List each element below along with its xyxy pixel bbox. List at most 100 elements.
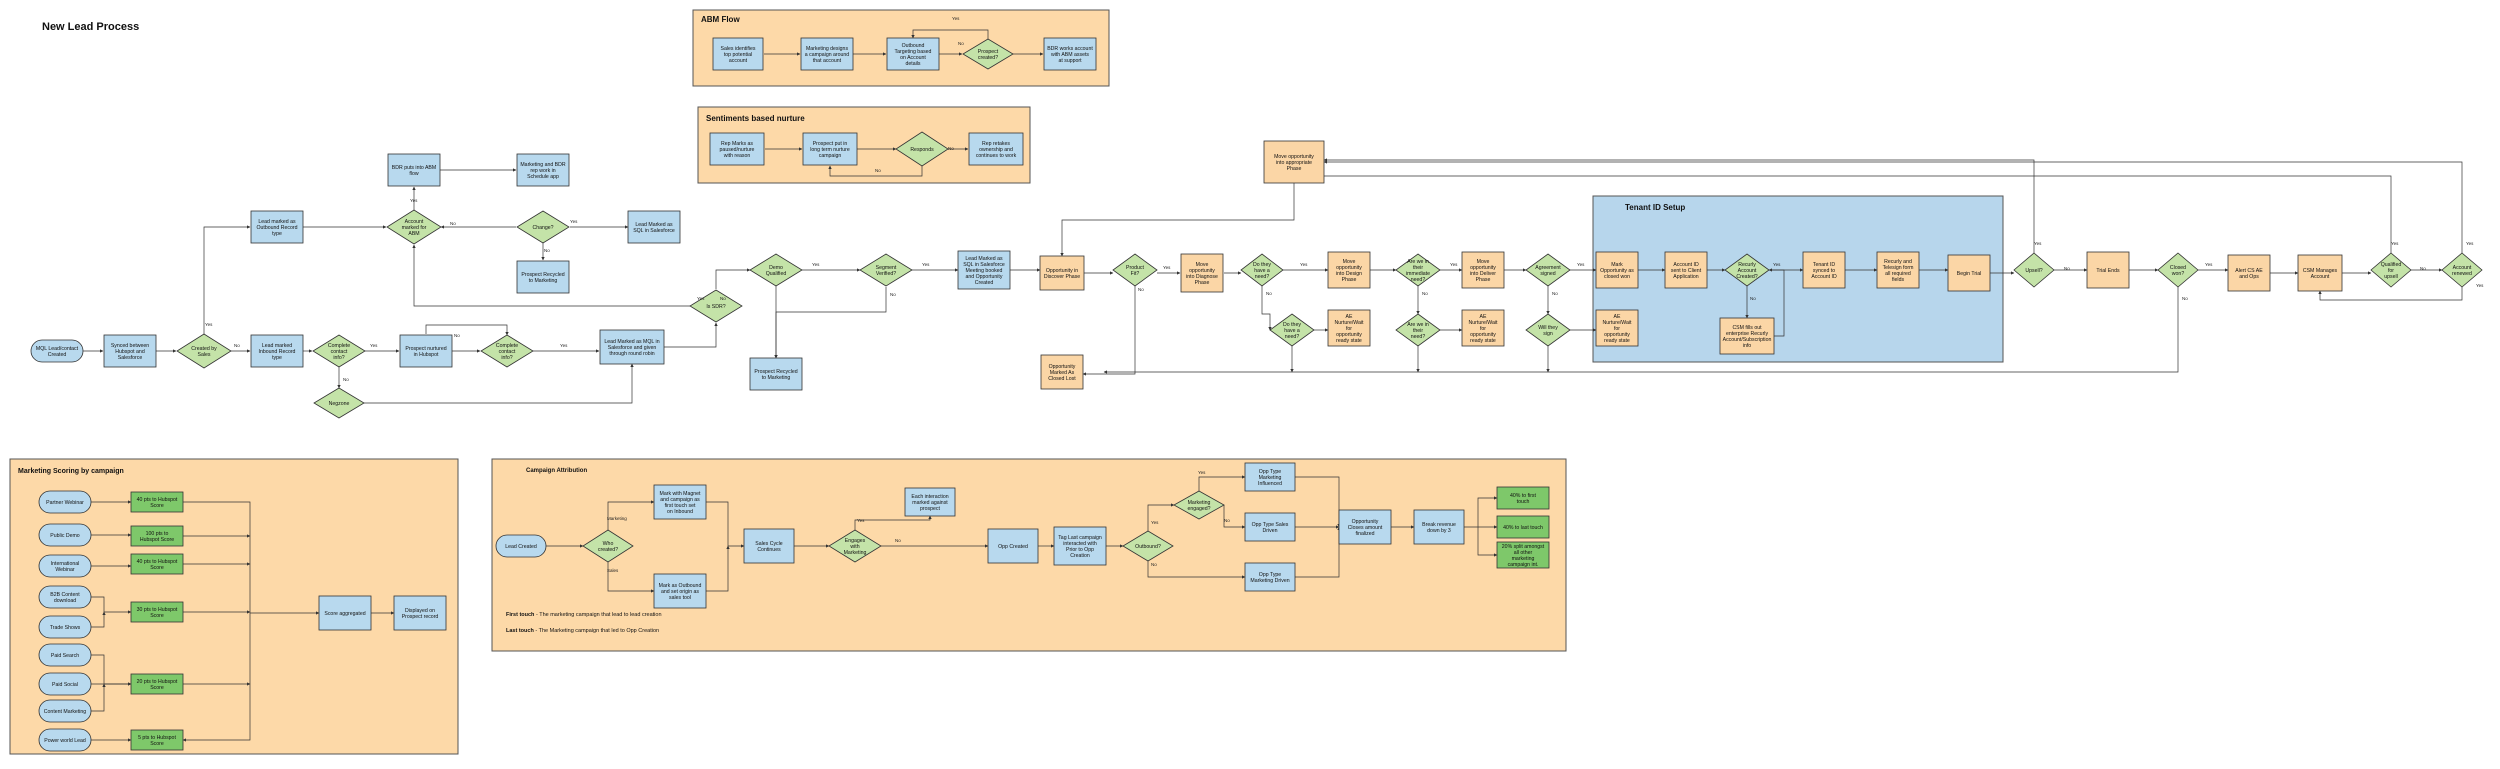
node-shape-sn3 [895,131,949,167]
node-shape-doneed2 [1269,313,1315,347]
node-oppcreated: Opp Created [987,528,1039,564]
node-shape-acctrenew [2441,252,2483,288]
edge-label-3: No [450,221,456,226]
edge-label-4: Yes [570,219,578,224]
node-leadcreated: Lead Created [495,534,547,558]
panel-attribution-title: Campaign Attribution [526,468,587,474]
edge-label-42: No [1151,562,1157,567]
edge-label-15: Yes [1163,265,1171,270]
edge-label-43: Yes [1198,470,1206,475]
node-shape-trade [38,615,92,639]
edge-label-38: Sales [607,568,619,573]
node-shape-nurture2 [1461,309,1505,347]
node-shape-segment [859,253,913,287]
edge-79 [91,683,106,712]
node-shape-agreement [1525,253,1571,287]
node-shape-mql [30,339,84,363]
panel-sentiment-title: Sentiments based nurture [706,114,805,123]
node-change: Change? [516,210,570,244]
node-partner: Partner Webinar [38,490,92,514]
node-shape-interaction [904,487,956,517]
node-shape-intl [38,554,92,578]
edge-label-31: Yes [2466,241,2474,246]
node-shape-s40b [130,553,184,575]
node-shape-leadsql [627,210,681,244]
node-shape-split [1496,541,1550,569]
node-shape-begintrial [1947,254,1991,292]
node-shape-s5 [130,729,184,751]
edge-label-26: Yes [2034,241,2042,246]
node-shape-paidsearch [38,643,92,667]
edge-label-0: Yes [205,322,213,327]
edge-75 [91,596,132,614]
node-text-trialends: Trial Ends [2096,268,2120,274]
node-shape-movedeliver [1461,251,1505,289]
edge-76 [91,611,106,628]
panel-tenant [1592,195,2004,363]
node-shape-displayed [393,595,447,631]
node-shape-oppmkt [1244,462,1296,492]
edge-label-10: Yes [697,296,705,301]
node-shape-powerlead [38,728,92,752]
node-shape-outbound [250,210,304,244]
node-shape-paidsocial [38,672,92,696]
node-shape-sync [103,334,157,368]
node-shape-immediate [1395,253,1441,287]
node-shape-oppcreated [987,528,1039,564]
node-text-leadcreated: Lead Created [505,544,537,550]
node-text-scoreagg: Score aggregated [324,611,365,617]
node-shape-recycled1 [516,260,570,294]
node-text-outboundq: Outbound? [1135,544,1161,550]
node-scoreagg: Score aggregated [318,595,372,631]
edge-label-23: Yes [1773,262,1781,267]
node-shape-outboundq [1122,530,1174,562]
edge-label-39: Yes [857,518,865,523]
node-text-paidsocial: Paid Social [52,682,78,688]
node-text-public: Public Demo [50,533,80,539]
edge-63 [1323,158,2035,253]
